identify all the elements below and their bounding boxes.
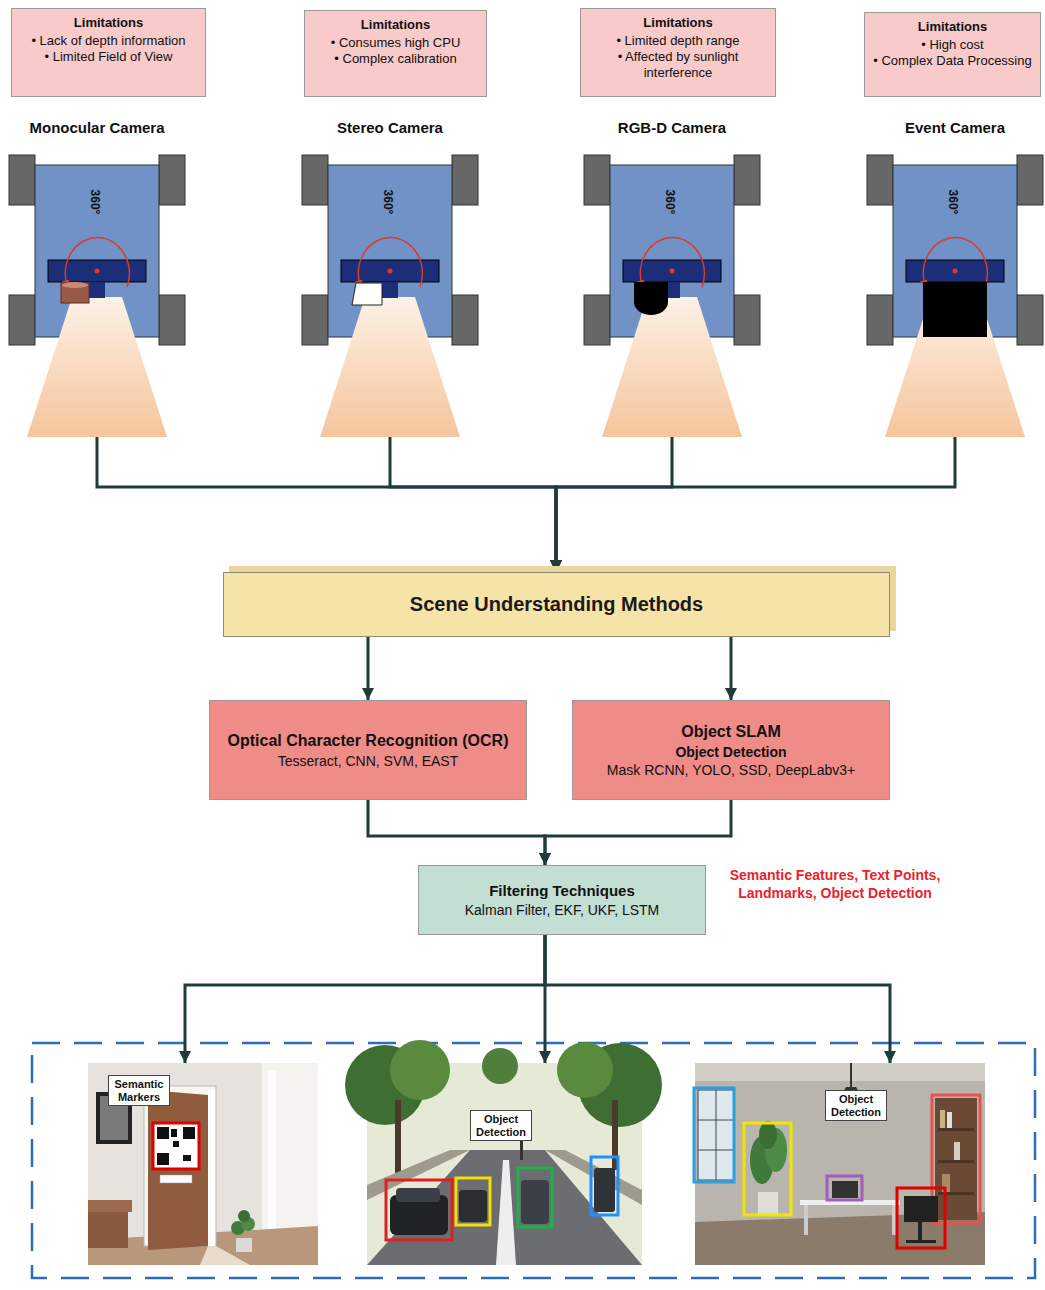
box-text: • Limited depth range [616,33,739,49]
camera-robot: Event Camera 360° [867,115,1043,437]
box-text: • Consumes high CPU [331,35,461,51]
camera-text: Event Camera [905,119,1005,136]
camera-text: Stereo Camera [337,119,443,136]
method-box: Optical Character Recognition (OCR) Tesse… [209,700,527,800]
note-label: Semantic Features, Text Points, Landmark… [712,866,958,902]
camera-text: 360° [663,190,677,215]
connector-arrow [730,637,733,700]
connector-arrow [97,437,556,572]
connector-arrow [556,437,955,572]
camera-text: 360° [88,190,102,215]
camera-robot: Stereo Camera 360° [302,115,478,437]
camera-robot: RGB-D Camera 360° [584,115,760,437]
connector-arrow [556,437,672,572]
method-box: Object SLAM Object DetectionMask RCNN, YO… [572,700,890,800]
limitation-box: Limitations • Lack of depth information• … [11,8,206,97]
box-text: Kalman Filter, EKF, UKF, LSTM [465,902,660,918]
box-text: • Complex calibration [334,51,456,67]
camera-text: 360° [946,190,960,215]
box-text: Limitations [643,15,712,30]
box-text: Limitations [918,19,987,34]
limitation-box: Limitations • Limited depth range• Affect… [580,8,776,97]
limitation-box: Limitations • Consumes high CPU• Complex … [304,10,487,97]
box-text: Tesseract, CNN, SVM, EAST [278,753,458,769]
connector-arrow [390,437,556,572]
box-text: Mask RCNN, YOLO, SSD, DeepLabv3+ [607,762,855,778]
box-text: • Complex Data Processing [873,53,1031,69]
box-text: • Lack of depth information [31,33,185,49]
box-text: • Affected by sunlight interference [587,49,769,81]
box-text: Optical Character Recognition (OCR) [228,732,509,750]
camera-robot: Monocular Camera 360° [9,115,185,437]
box-text: Object SLAM [681,723,781,741]
image-tag: Object Detection [470,1110,532,1141]
box-title: Scene Understanding Methods [410,593,703,616]
example-image: Object Detection [367,1063,642,1265]
image-tag: Semantic Markers [108,1075,170,1106]
connector-arrow [368,800,545,865]
method-box: Scene Understanding Methods [223,572,890,637]
box-text: Limitations [361,17,430,32]
box-text: Object Detection [675,744,786,760]
box-text: • High cost [921,37,983,53]
connector-arrow [545,800,731,865]
connector-arrow [545,935,890,1063]
box-text: Filtering Techniques [489,882,635,899]
box-text: Limitations [74,15,143,30]
limitation-box: Limitations • High cost• Complex Data Pro… [864,12,1041,97]
camera-text: RGB-D Camera [618,119,726,136]
camera-text: Monocular Camera [29,119,164,136]
connector-arrow [185,935,545,1063]
example-image: Object Detection [695,1063,985,1265]
box-text: • Limited Field of View [45,49,173,65]
image-tag: Object Detection [825,1090,887,1121]
example-image: Semantic Markers [88,1063,318,1265]
camera-text: 360° [381,190,395,215]
filter-box: Filtering TechniquesKalman Filter, EKF, … [418,865,706,935]
connector-arrow [367,637,370,700]
